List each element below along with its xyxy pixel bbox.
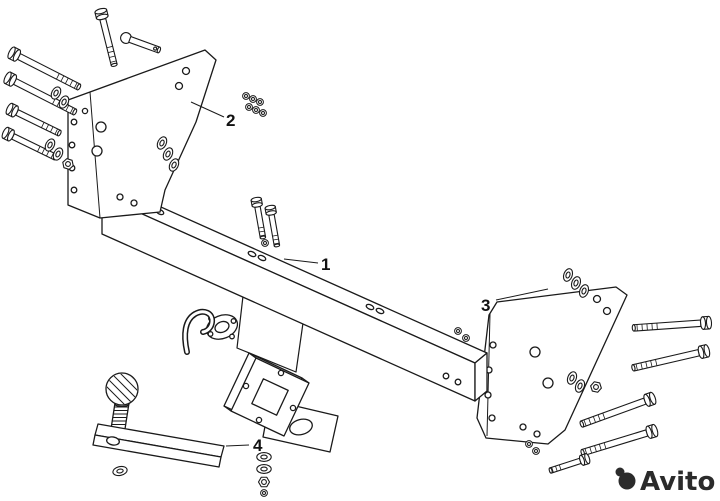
- washer-icon: [454, 327, 462, 335]
- bolt-icon: [93, 6, 121, 69]
- washer-icon: [259, 109, 267, 117]
- ball-mount-part-4: [92, 372, 225, 468]
- right-bracket-part-3: [476, 286, 628, 445]
- washer-icon: [252, 106, 260, 114]
- part-labels: 1 2 3 4: [190, 101, 549, 455]
- bolt-icon: [629, 343, 712, 375]
- shank-hole: [106, 436, 120, 446]
- bolt-icon: [547, 452, 592, 477]
- watermark: Avito: [615, 467, 715, 497]
- nut-icon: [257, 476, 271, 488]
- part-label-3: 3: [481, 296, 490, 315]
- nut-icon: [589, 380, 603, 394]
- part-label-4: 4: [253, 436, 263, 455]
- avito-logo-icon: [618, 472, 636, 490]
- watermark-text: Avito: [640, 467, 715, 497]
- leader-line-4: [225, 444, 250, 447]
- receiver-assembly: [182, 308, 339, 453]
- leader-line-1: [283, 258, 319, 264]
- washer-icon: [245, 103, 253, 111]
- part-label-1: 1: [321, 255, 330, 274]
- leader-line-2: [190, 101, 225, 118]
- washer-icon: [256, 98, 264, 106]
- crossbeam-part-1: [101, 185, 488, 402]
- washer-icon: [261, 239, 269, 247]
- left-bracket-part-2: [67, 49, 217, 219]
- receiver-opening: [251, 378, 289, 416]
- washer-icon: [462, 334, 470, 342]
- washer-icon: [260, 489, 268, 497]
- bolt-icon: [250, 196, 269, 241]
- leader-line-3: [495, 288, 549, 301]
- washer-icon: [256, 464, 272, 474]
- washer-icon: [111, 464, 129, 478]
- shank-side: [92, 434, 222, 468]
- washer-icon: [242, 92, 250, 100]
- washer-icon: [249, 95, 257, 103]
- tow-ball: [105, 372, 139, 406]
- bolt-icon: [578, 423, 660, 460]
- part-label-2: 2: [226, 111, 235, 130]
- fasteners-top-middle: [242, 92, 283, 249]
- pin-icon: [118, 30, 163, 57]
- bolt-icon: [631, 315, 713, 335]
- washer-icon: [532, 447, 540, 455]
- bolt-icon: [577, 390, 658, 432]
- washer-icon: [525, 440, 533, 448]
- fasteners-bottom-center: [256, 452, 272, 497]
